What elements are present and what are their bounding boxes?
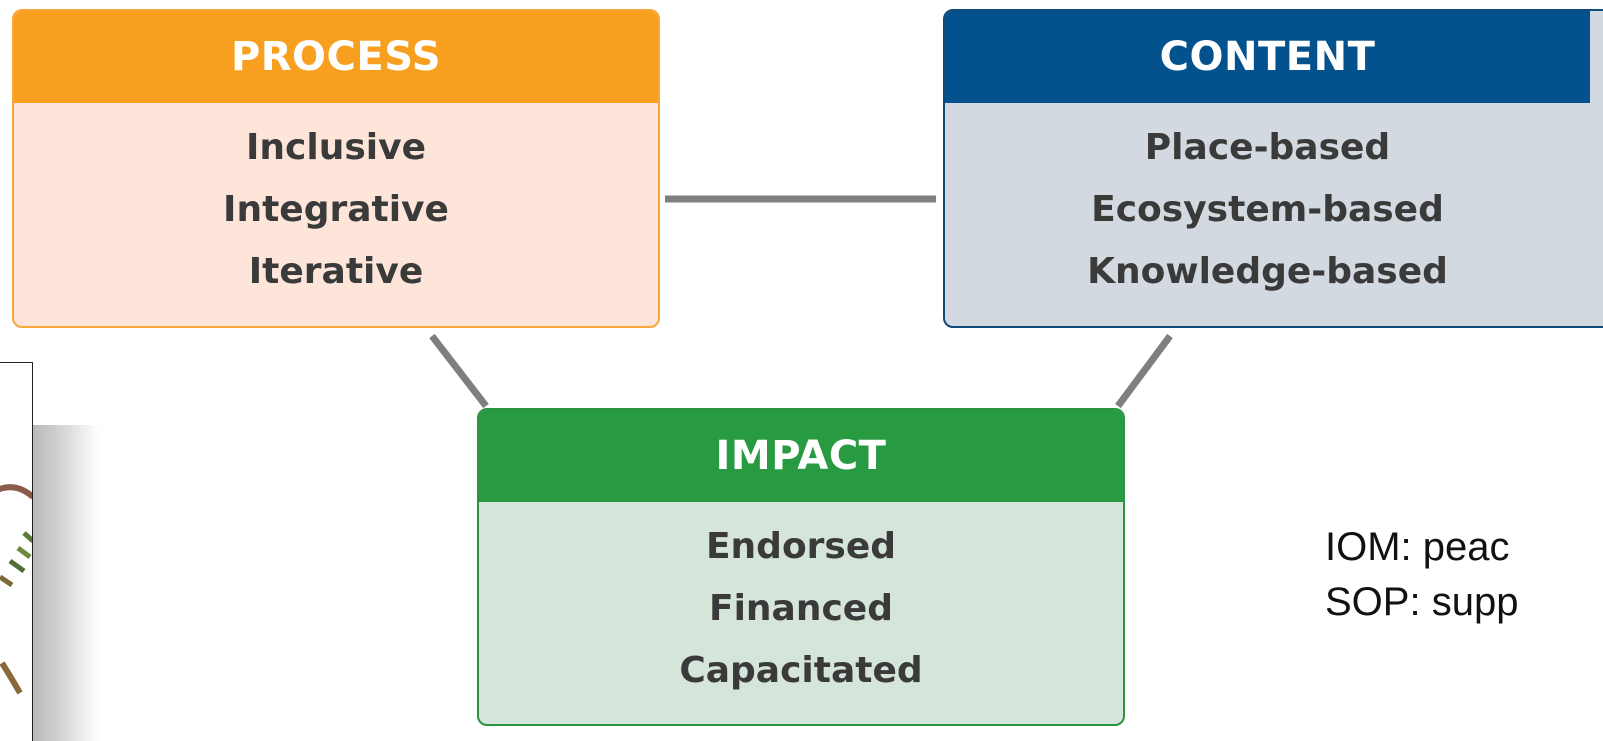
process-item: Iterative bbox=[248, 251, 424, 292]
note-iom: IOM: peac bbox=[1325, 525, 1510, 569]
content-items: Place-based Ecosystem-based Knowledge-ba… bbox=[945, 103, 1590, 303]
impact-items: Endorsed Financed Capacitated bbox=[479, 502, 1123, 702]
note-sop: SOP: supp bbox=[1325, 580, 1519, 624]
figure-shadow bbox=[33, 425, 99, 741]
content-item: Place-based bbox=[1144, 127, 1391, 168]
content-title: CONTENT bbox=[945, 11, 1590, 103]
process-item: Inclusive bbox=[246, 127, 426, 168]
content-item: Knowledge-based bbox=[1087, 251, 1448, 292]
process-box: PROCESS Inclusive Integrative Iterative bbox=[12, 9, 660, 328]
content-item: Ecosystem-based bbox=[1091, 189, 1444, 230]
impact-title: IMPACT bbox=[479, 410, 1123, 502]
cropped-figure bbox=[0, 362, 33, 741]
connector-content-impact bbox=[1115, 333, 1173, 409]
content-box: CONTENT Place-based Ecosystem-based Know… bbox=[943, 9, 1603, 328]
impact-item: Endorsed bbox=[705, 526, 897, 567]
process-items: Inclusive Integrative Iterative bbox=[14, 103, 658, 303]
process-title: PROCESS bbox=[14, 11, 658, 103]
connector-process-impact bbox=[429, 333, 489, 409]
impact-item: Financed bbox=[708, 588, 893, 629]
impact-box: IMPACT Endorsed Financed Capacitated bbox=[477, 408, 1125, 726]
process-item: Integrative bbox=[223, 189, 449, 230]
impact-item: Capacitated bbox=[679, 650, 923, 691]
